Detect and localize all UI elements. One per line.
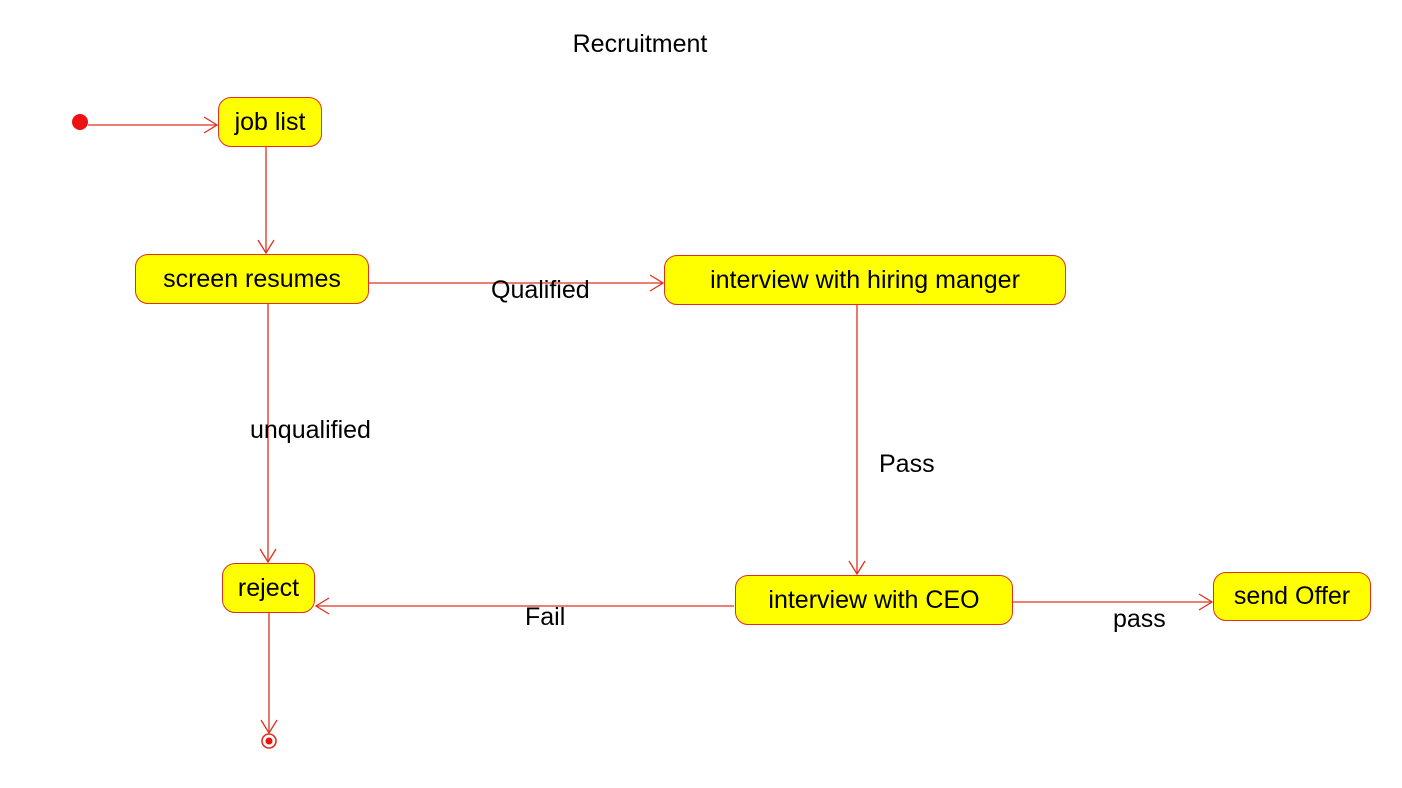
edge-label-pass-ceo: pass — [1113, 605, 1166, 633]
state-interview-ceo: interview with CEO — [735, 575, 1013, 625]
initial-state — [72, 114, 88, 130]
edge-label-unqualified: unqualified — [250, 416, 371, 444]
arrowhead — [260, 719, 278, 735]
final-state — [261, 733, 277, 749]
arrowhead — [259, 548, 277, 564]
state-interview-hiring-manager: interview with hiring manger — [664, 255, 1066, 305]
state-job-list: job list — [218, 97, 322, 147]
edge-label-qualified: Qualified — [491, 276, 590, 304]
arrowhead — [203, 116, 219, 134]
arrowhead — [314, 597, 330, 615]
arrowhead — [1198, 593, 1214, 611]
diagram-title: Recruitment — [572, 30, 708, 58]
arrowhead — [257, 239, 275, 255]
state-screen-resumes: screen resumes — [135, 254, 369, 304]
edge-label-fail: Fail — [525, 603, 566, 631]
arrowhead — [649, 274, 665, 292]
state-reject: reject — [222, 563, 315, 613]
state-send-offer: send Offer — [1213, 572, 1371, 621]
arrowhead — [848, 560, 866, 576]
edge-label-pass-hiring: Pass — [879, 450, 935, 478]
